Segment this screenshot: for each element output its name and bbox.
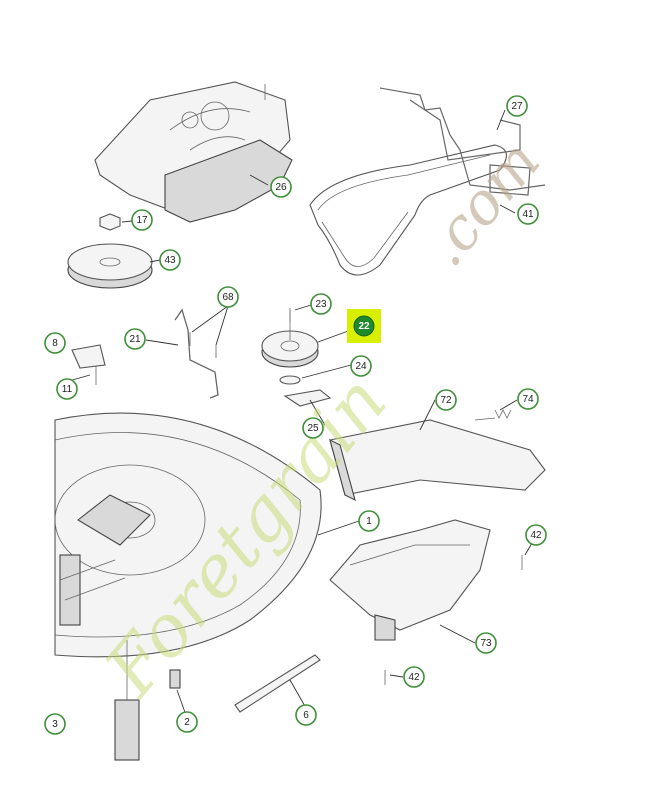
callout-label: 72 [440, 395, 452, 406]
deflector-part [329, 519, 491, 641]
left-bracket-part [71, 344, 106, 369]
callout-17: 17 [131, 209, 153, 231]
idler-pulley-part [261, 310, 319, 368]
rod-part [234, 654, 321, 713]
callout-25: 25 [302, 417, 324, 439]
mower-deck-part [54, 412, 322, 658]
callout-circle [350, 355, 372, 377]
callout-label: 23 [315, 299, 327, 310]
callout-circle [353, 315, 375, 337]
callout-circle [358, 510, 380, 532]
leader-lines [64, 109, 536, 719]
callout-circle [44, 332, 66, 354]
callout-circle [310, 293, 332, 315]
callout-circle [159, 249, 181, 271]
callout-42: 42 [403, 666, 425, 688]
callout-label: 73 [480, 638, 492, 649]
callout-42: 42 [525, 524, 547, 546]
drive-pulley-part [67, 243, 153, 289]
callout-74: 74 [517, 388, 539, 410]
washer-part [279, 375, 301, 385]
callout-label: 42 [530, 530, 542, 541]
callout-26: 26 [270, 176, 292, 198]
callout-1: 1 [358, 510, 380, 532]
callout-circle [131, 209, 153, 231]
callout-label: 2 [184, 717, 190, 728]
belt-guide-bracket-part [379, 87, 546, 196]
callout-label: 8 [52, 338, 58, 349]
callout-label: 74 [522, 394, 534, 405]
callout-label: 21 [129, 334, 141, 345]
callout-label: 22 [358, 321, 370, 332]
callout-circle [270, 176, 292, 198]
callout-circle [302, 417, 324, 439]
callout-27: 27 [506, 95, 528, 117]
callout-label: 41 [522, 209, 534, 220]
callout-circle [506, 95, 528, 117]
callout-11: 11 [56, 378, 78, 400]
callout-circle [295, 704, 317, 726]
fastener-part [169, 669, 181, 689]
callout-label: 43 [164, 255, 176, 266]
callout-21: 21 [124, 328, 146, 350]
callout-circle [124, 328, 146, 350]
callout-72: 72 [435, 389, 457, 411]
callout-8: 8 [44, 332, 66, 354]
callout-41: 41 [517, 203, 539, 225]
callout-22: 22 [347, 309, 381, 343]
callout-circle [403, 666, 425, 688]
callout-label: 24 [355, 361, 367, 372]
callout-circle [475, 632, 497, 654]
callout-label: 25 [307, 423, 319, 434]
callout-circle [56, 378, 78, 400]
callout-24: 24 [350, 355, 372, 377]
callout-circle [517, 388, 539, 410]
callout-label: 26 [275, 182, 287, 193]
idler-bracket-part [174, 308, 219, 399]
callout-6: 6 [295, 704, 317, 726]
callout-circle [44, 713, 66, 735]
deflector-bolts-part [384, 555, 523, 685]
callout-label: 68 [222, 292, 234, 303]
callout-3: 3 [44, 713, 66, 735]
discharge-chute-part [329, 419, 546, 502]
spring-part [474, 409, 512, 421]
callout-circle [435, 389, 457, 411]
callout-label: 1 [366, 516, 372, 527]
bolts-part [95, 84, 291, 385]
callout-label: 11 [62, 384, 73, 395]
watermark-tld: .com [411, 127, 554, 279]
deck-cover-part [94, 81, 293, 223]
callout-label: 6 [303, 710, 309, 721]
callout-label: 27 [511, 101, 523, 112]
callout-circle [525, 524, 547, 546]
drive-belt-part [309, 144, 507, 276]
callout-73: 73 [475, 632, 497, 654]
callout-circle [517, 203, 539, 225]
callout-23: 23 [310, 293, 332, 315]
spindle-part [114, 640, 140, 761]
callout-2: 2 [176, 711, 198, 733]
callout-label: 42 [408, 672, 420, 683]
callout-43: 43 [159, 249, 181, 271]
nut-part [99, 213, 121, 231]
callout-label: 3 [52, 719, 58, 730]
callout-circle [217, 286, 239, 308]
idler-arm-part [283, 389, 332, 407]
callout-label: 17 [136, 215, 148, 226]
callout-circle [176, 711, 198, 733]
callout-68: 68 [217, 286, 239, 308]
